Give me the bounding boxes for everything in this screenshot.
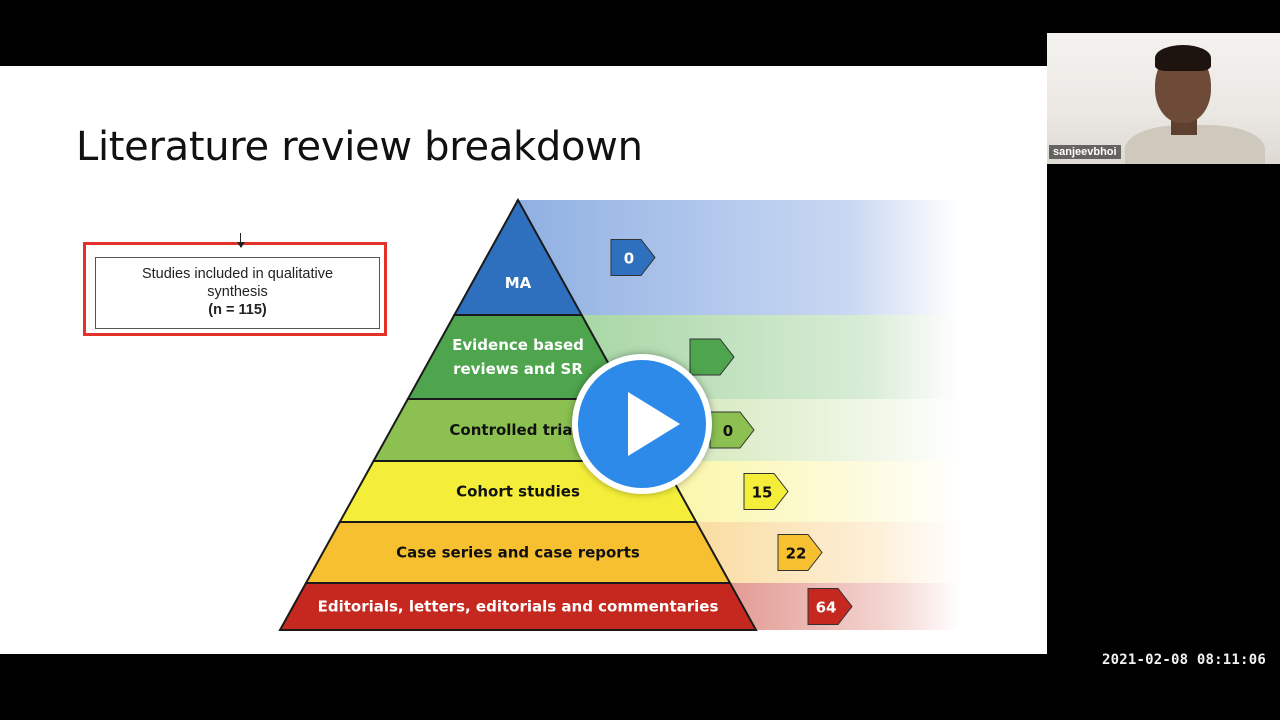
pyramid-count-badge-1 <box>689 338 735 376</box>
prisma-highlight-box: Studies included in qualitative synthesi… <box>83 233 387 336</box>
evidence-pyramid: MA Evidence based reviews and SR Controlled… <box>278 197 960 631</box>
pyramid-count-value: 0 <box>624 250 634 268</box>
pyramid-tier-5 <box>278 582 758 631</box>
pyramid-tier-label: Controlled trials <box>449 421 586 439</box>
presentation-slide: Literature review breakdown Studies incl… <box>0 66 1047 654</box>
prisma-box-line-2: synthesis <box>207 284 268 300</box>
pyramid-count-badge-4 <box>777 534 823 571</box>
pyramid-tier-label: Editorials, letters, editorials and comm… <box>318 598 719 616</box>
prisma-down-arrow-icon <box>237 233 245 248</box>
participant-name-label: sanjeevbhoi <box>1049 145 1121 159</box>
play-icon <box>628 392 680 456</box>
pyramid-count-value: 22 <box>786 545 807 563</box>
prisma-included-studies-box: Studies included in qualitative synthesi… <box>95 257 380 329</box>
pyramid-tier-label: reviews and SR <box>453 360 583 378</box>
pyramid-count-badge-2 <box>709 411 755 449</box>
slide-title: Literature review breakdown <box>76 124 643 170</box>
pyramid-count-value: 64 <box>816 599 837 617</box>
video-play-button[interactable] <box>572 354 712 494</box>
pyramid-tier-label: MA <box>505 274 532 292</box>
pyramid-band-3 <box>660 461 960 522</box>
pyramid-count-badge-0 <box>610 239 656 276</box>
prisma-box-count: (n = 115) <box>208 302 267 318</box>
pyramid-count-badge-3 <box>743 473 789 510</box>
pyramid-count-badge-5 <box>807 588 853 625</box>
pyramid-tier-label: Case series and case reports <box>396 544 640 562</box>
participant-webcam-tile: sanjeevbhoi <box>1047 33 1280 164</box>
pyramid-tier-label: Evidence based <box>452 336 584 354</box>
pyramid-band-0 <box>516 200 960 315</box>
pyramid-tier-label: Cohort studies <box>456 483 580 501</box>
pyramid-count-value: 15 <box>752 484 773 502</box>
pyramid-band-4 <box>694 522 960 583</box>
prisma-box-line-1: Studies included in qualitative <box>141 266 334 282</box>
recording-timestamp: 2021-02-08 08:11:06 <box>1102 652 1266 668</box>
pyramid-count-value: 0 <box>723 422 733 440</box>
